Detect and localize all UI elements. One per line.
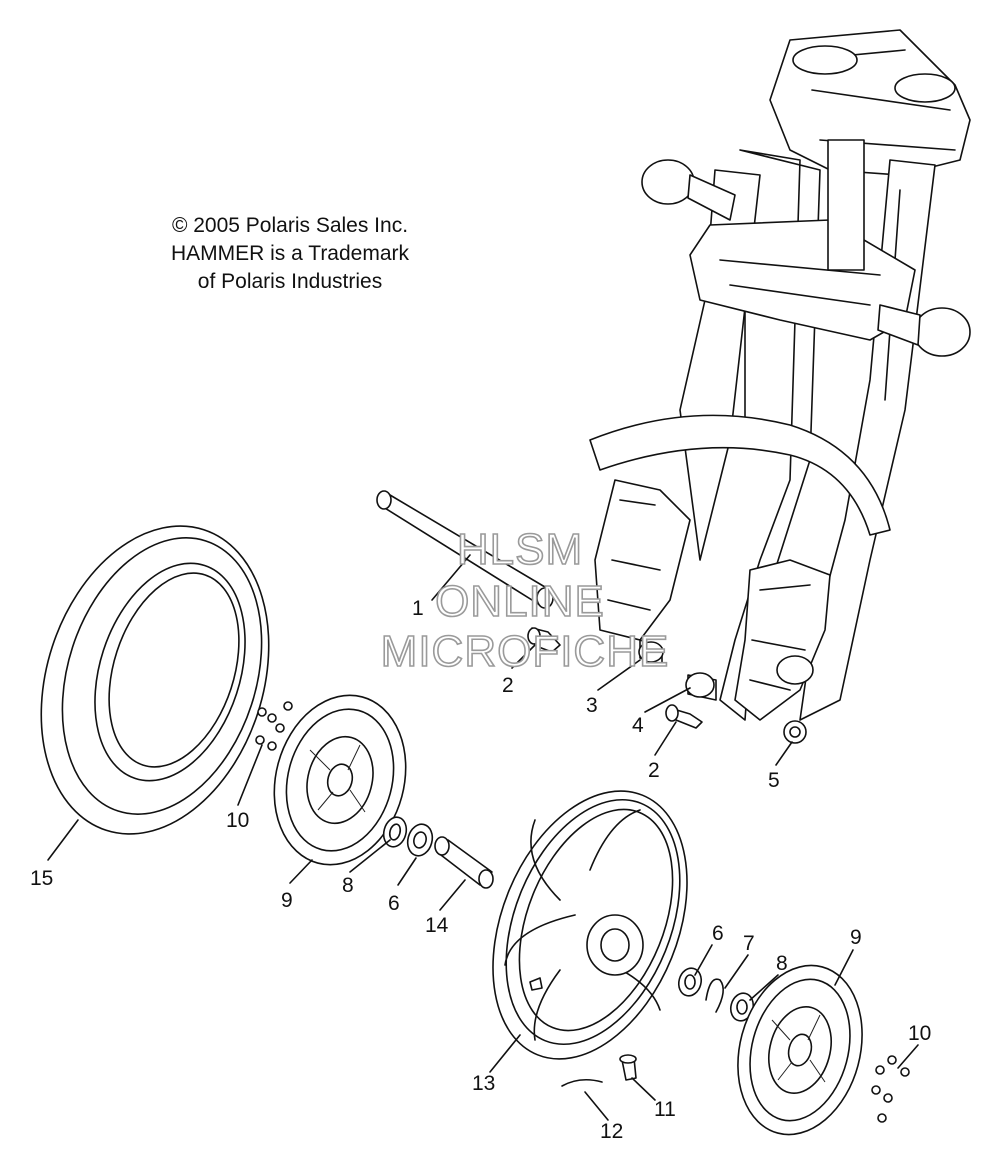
hub-parts-left (382, 816, 494, 889)
copyright-line-1: © 2005 Polaris Sales Inc. (171, 214, 409, 237)
callout-5: 5 (768, 769, 780, 792)
callout-4: 4 (632, 714, 644, 737)
valve-stem-and-weight (561, 1054, 637, 1087)
brake-rotor-left (273, 694, 407, 866)
callout-2-upper: 2 (502, 674, 514, 697)
watermark-line-1: HLSM (456, 525, 584, 574)
rotor-bolts-right (871, 1055, 910, 1123)
callout-8-left: 8 (342, 874, 354, 897)
callout-6-left: 6 (388, 892, 400, 915)
callout-14: 14 (425, 914, 449, 937)
hub-parts-right (677, 967, 755, 1022)
callout-10-right: 10 (908, 1022, 931, 1045)
callout-6-right: 6 (712, 922, 724, 945)
callout-8-right: 8 (776, 952, 788, 975)
copyright-notice: © 2005 Polaris Sales Inc. HAMMER is a Tr… (130, 212, 450, 296)
copyright-line-2: HAMMER is a Trademark (170, 242, 410, 265)
brake-rotor-right (737, 964, 863, 1136)
callout-9-left: 9 (281, 889, 293, 912)
callout-1: 1 (412, 597, 424, 620)
watermark-line-2: ONLINE (434, 577, 605, 626)
callout-3: 3 (586, 694, 598, 717)
small-hardware-upper (527, 627, 807, 744)
front-fork-assembly (589, 29, 971, 721)
rotor-bolts-left (255, 701, 293, 751)
tire (40, 525, 270, 835)
watermark-line-3: MICROFICHE (380, 627, 670, 676)
callout-15: 15 (30, 867, 53, 890)
callout-2-lower: 2 (648, 759, 660, 782)
callout-12: 12 (600, 1120, 623, 1143)
callout-numbers: 1 2 3 4 2 5 10 15 9 8 6 14 6 7 8 9 10 13… (30, 597, 931, 1143)
callout-10-left: 10 (226, 809, 249, 832)
callout-11: 11 (654, 1098, 676, 1121)
copyright-line-3: of Polaris Industries (197, 270, 383, 293)
axle (376, 490, 554, 609)
callout-7: 7 (743, 932, 755, 955)
wheel (492, 790, 688, 1060)
leader-lines (47, 554, 919, 1121)
callout-13: 13 (472, 1072, 495, 1095)
callout-9-right: 9 (850, 926, 862, 949)
